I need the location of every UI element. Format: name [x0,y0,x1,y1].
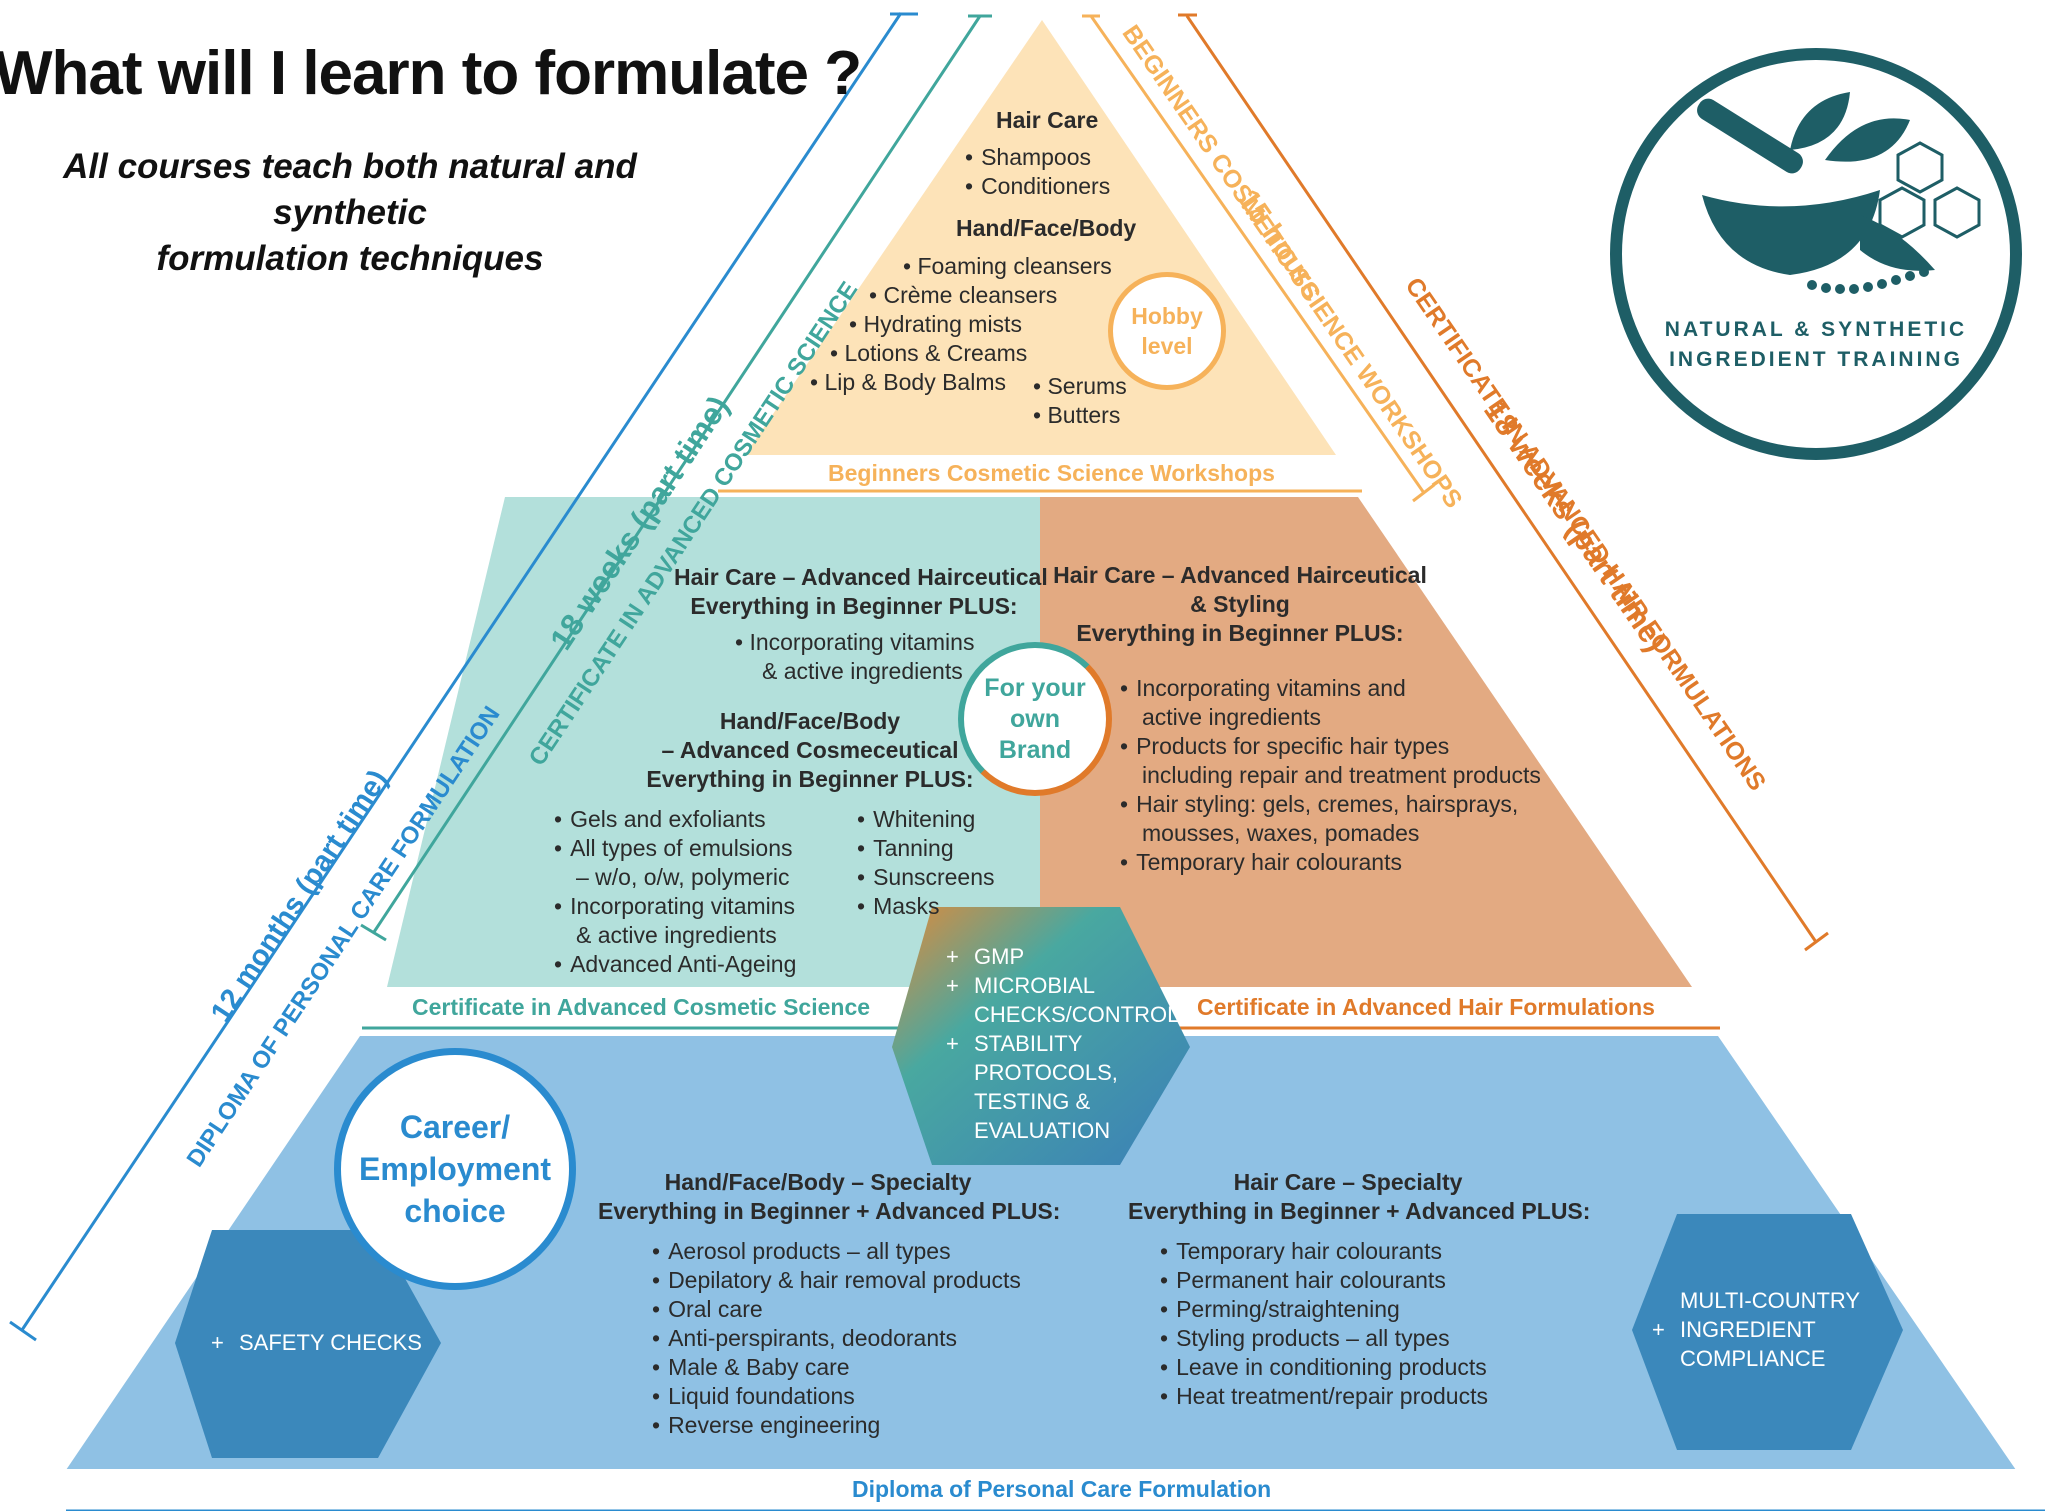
career-badge: Career/ Employment choice [334,1048,576,1290]
own-brand-badge: For your own Brand [958,642,1112,796]
cosmetic-bracket [360,14,992,942]
mid-left-item: Tanning [857,834,995,863]
bottom-hair-item: Leave in conditioning products [1160,1353,1488,1382]
mid-left-item: Sunscreens [857,863,994,892]
beginner-tier-label: Beginners Cosmetic Science Workshops [828,460,1275,486]
mid-right-item: Hair styling: gels, cremes, hairsprays, [1120,790,1541,819]
page-title: What will I learn to formulate ? [0,39,862,108]
mid-right-heading-1: Hair Care – Advanced Hairceutical [1053,562,1427,588]
bottom-hfb-item: Liquid foundations [652,1382,1021,1411]
top-hfb-item: • Lotions & Creams [830,340,1028,366]
mid-left-hair-heading-2: Everything in Beginner PLUS: [690,593,1018,619]
top-hfb-item: • Lip & Body Balms [810,369,1006,395]
mid-left-item: – w/o, o/w, polymeric [576,864,790,890]
qa-hex-item: CHECKS/CONTROL [974,1002,1180,1027]
bottom-hfb-item: Oral care [652,1295,1021,1324]
top-hair-item: Shampoos [965,143,1110,172]
qa-hex-item: +MICROBIAL [946,973,1096,998]
qa-hex-item: +STABILITY [946,1031,1083,1056]
mid-left-item: All types of emulsions [554,834,796,863]
mid-right-item: Incorporating vitamins and [1120,674,1541,703]
mid-left-item: Whitening [857,805,995,834]
qa-hex-item: PROTOCOLS, [974,1060,1118,1085]
logo-mark [1610,48,2022,460]
qa-hex-item: +GMP [946,944,1025,969]
mid-right-heading: Hair Care – Advanced Hairceutical & Styl… [1040,561,1440,648]
cosmetic-tier-label: Certificate in Advanced Cosmetic Science [412,994,871,1020]
mid-left-hair-item: • Incorporating vitamins [735,629,975,655]
bottom-hair-item: Heat treatment/repair products [1160,1382,1488,1411]
top-hfb-item: • Serums [1033,373,1127,399]
mid-left-hair-heading-1: Hair Care – Advanced Hairceutical [674,564,1048,590]
safety-hexagon [175,1230,441,1458]
bottom-hair-item: Temporary hair colourants [1160,1237,1488,1266]
hair-tier-label: Certificate in Advanced Hair Formulation… [1197,994,1655,1020]
top-hfb-item: • Butters [1033,402,1121,428]
mid-right-item: Products for specific hair types [1120,732,1541,761]
bottom-hair-item: Perming/straightening [1160,1295,1488,1324]
mid-left-list-1: Gels and exfoliantsAll types of emulsion… [554,805,796,979]
compliance-text: MULTI-COUNTRY +INGREDIENT COMPLIANCE [1652,1288,1861,1371]
top-hair-item: Conditioners [965,172,1110,201]
logo-text: NATURAL & SYNTHETIC INGREDIENT TRAINING [1640,315,1992,375]
mid-right-heading-3: Everything in Beginner PLUS: [1076,620,1404,646]
page-subtitle: All courses teach both natural and synth… [0,144,700,282]
mid-right-heading-2: & Styling [1190,591,1290,617]
mid-right-item: including repair and treatment products [1142,762,1541,788]
subtitle-line-2: formulation techniques [156,239,544,278]
hair-bracket [1178,13,1829,952]
mid-left-item: Incorporating vitamins [554,892,796,921]
hobby-level-badge: Hobby level [1108,272,1226,390]
bottom-hfb-heading: Hand/Face/Body – Specialty Everything in… [598,1168,1061,1226]
qa-hexagon [892,907,1190,1165]
beginner-bracket [1082,14,1435,503]
diploma-tier-label: Diploma of Personal Care Formulation [852,1476,1272,1502]
bottom-hfb-heading-2: Everything in Beginner + Advanced PLUS: [598,1198,1061,1224]
top-hair-list: ShampoosConditioners [965,143,1110,201]
mid-left-item: & active ingredients [576,922,777,948]
bottom-hair-heading-1: Hair Care – Specialty [1233,1169,1463,1195]
bottom-hair-heading-2: Everything in Beginner + Advanced PLUS: [1128,1198,1591,1224]
top-hfb-item: • Hydrating mists [849,311,1022,337]
qa-hex-item: EVALUATION [974,1118,1111,1143]
mid-left-hfb-heading-1: Hand/Face/Body [719,708,901,734]
mid-left-item: Gels and exfoliants [554,805,796,834]
mid-right-item: mousses, waxes, pomades [1142,820,1420,846]
logo-line-1: NATURAL & SYNTHETIC [1664,318,1968,341]
mid-left-list-2: WhiteningTanningSunscreensMasks [857,805,995,921]
bottom-hfb-heading-1: Hand/Face/Body – Specialty [664,1169,972,1195]
compliance-hexagon [1632,1214,1903,1450]
mid-left-hfb-heading-3: Everything in Beginner PLUS: [646,766,974,792]
qa-hex-item: TESTING & [974,1089,1091,1114]
top-hfb-heading: Hand/Face/Body [956,215,1137,241]
bottom-hair-heading: Hair Care – Specialty Everything in Begi… [1128,1168,1591,1226]
mid-right-item: Temporary hair colourants [1120,848,1541,877]
top-hair-heading: Hair Care [996,107,1099,133]
mid-left-hfb-heading: Hand/Face/Body – Advanced Cosmeceutical … [640,707,980,794]
bottom-hair-list: Temporary hair colourantsPermanent hair … [1160,1237,1488,1411]
mid-left-item: Advanced Anti-Ageing [554,950,796,979]
bottom-hfb-item: Reverse engineering [652,1411,1021,1440]
top-hfb-item: • Crème cleansers [869,282,1058,308]
diploma-bracket [9,12,918,1342]
mid-right-item: active ingredients [1142,704,1321,730]
bottom-hair-item: Styling products – all types [1160,1324,1488,1353]
subtitle-line-1: All courses teach both natural and synth… [63,147,637,232]
mid-left-hfb-heading-2: – Advanced Cosmeceutical [661,737,959,763]
bottom-hfb-item: Male & Baby care [652,1353,1021,1382]
bottom-hfb-item: Depilatory & hair removal products [652,1266,1021,1295]
bottom-hair-item: Permanent hair colourants [1160,1266,1488,1295]
safety-checks-text: +SAFETY CHECKS [211,1330,422,1355]
mid-left-hair-heading: Hair Care – Advanced Hairceutical Everyt… [674,563,1048,621]
mid-left-item: Masks [857,892,995,921]
mid-left-hair-item-cont: & active ingredients [762,658,963,684]
qa-hex-text: +GMP +MICROBIAL CHECKS/CONTROL +STABILITY PR… [946,942,1179,1145]
bottom-hfb-list: Aerosol products – all typesDepilatory &… [652,1237,1021,1440]
logo-line-2: INGREDIENT TRAINING [1669,348,1963,371]
top-hfb-item: • Foaming cleansers [903,253,1112,279]
bottom-hfb-item: Aerosol products – all types [652,1237,1021,1266]
bottom-hfb-item: Anti-perspirants, deodorants [652,1324,1021,1353]
